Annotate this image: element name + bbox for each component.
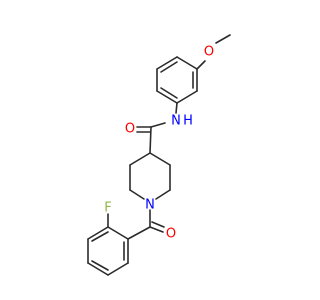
bond xyxy=(129,189,145,200)
amide-oxygen-label: O xyxy=(125,122,135,137)
bond-benzoyl-o-double xyxy=(151,221,165,228)
bond-double-inner xyxy=(91,231,109,242)
bond-n-carbonyl xyxy=(150,122,166,128)
bond xyxy=(156,90,178,104)
bond xyxy=(176,56,198,70)
bond-aryl-o xyxy=(196,60,206,70)
bond xyxy=(107,262,129,276)
methoxyphenyl-ring xyxy=(156,56,198,104)
bond-benzoyl-o xyxy=(149,226,164,233)
bond xyxy=(149,152,171,166)
bond-double-inner xyxy=(160,87,178,99)
benzoyl-oxygen-label: O xyxy=(166,227,176,242)
bond xyxy=(87,262,109,276)
bond xyxy=(155,189,171,200)
molecule-svg: O N H O N F O xyxy=(87,34,231,276)
bond-carbonyl-c4 xyxy=(149,126,152,154)
bond xyxy=(156,56,178,70)
bond xyxy=(129,152,151,166)
bond-double-inner xyxy=(160,61,178,73)
bond xyxy=(107,226,129,240)
fluorine-label: F xyxy=(104,201,111,216)
fluorophenyl-ring xyxy=(87,226,129,276)
bond-o-methyl xyxy=(215,34,231,44)
bond-benzoyl-aryl xyxy=(127,226,151,240)
bond-double-inner xyxy=(91,260,109,271)
structure-diagram: O N H O N F O xyxy=(87,34,231,276)
bond xyxy=(87,226,109,240)
piperidine-nitrogen-label: N xyxy=(145,198,155,213)
bond-aryl-n xyxy=(175,102,178,114)
bond xyxy=(176,90,198,104)
amide-nitrogen-label: N xyxy=(171,114,181,129)
methoxy-oxygen-label: O xyxy=(204,45,214,60)
piperidine-ring xyxy=(129,152,171,200)
amide-hydrogen-label: H xyxy=(183,114,193,129)
